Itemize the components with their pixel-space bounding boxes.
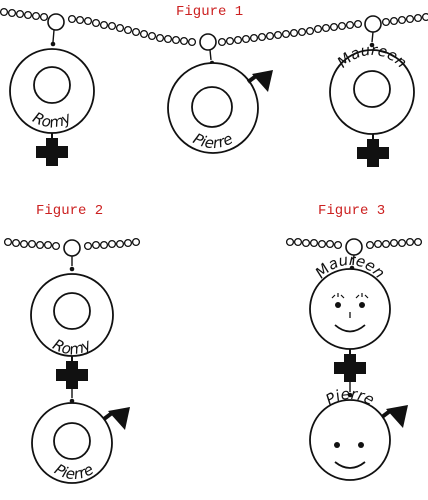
figure-3-necklace: Maureen Pierre [285,237,423,481]
male-symbol-icon [380,405,408,428]
pierre-pendant: Pierre [31,389,130,484]
female-symbol-icon [334,349,366,382]
romy-name: Romy [50,335,95,359]
maureen-pendant: Maureen [329,31,415,167]
connector-ring [47,13,65,31]
male-symbol-icon [246,70,273,92]
romy-name: Romy [30,108,75,132]
connector-ring [364,15,382,33]
figure-1-necklace: Romy Pierre [0,7,428,167]
maureen-pendant: Maureen [309,251,391,382]
smiley-face-icon [334,442,366,469]
smiley-face-icon [331,293,369,333]
figure-2-necklace: Romy Pierre [3,237,141,484]
pierre-pendant: Pierre [167,49,273,154]
figure-1-bead-chain-left [0,7,197,47]
romy-pendant: Romy [9,29,95,166]
female-symbol-icon [357,134,389,167]
figure-2-bead-chain [3,237,141,251]
female-symbol-icon [56,356,88,389]
figure-1-title: Figure 1 [176,4,244,20]
romy-pendant: Romy [30,256,114,389]
figure-3-title: Figure 3 [318,203,386,219]
pierre-name: Pierre [190,130,235,153]
figure-1-bead-chain-right [217,12,428,47]
pierre-pendant: Pierre [309,382,408,481]
pierre-name: Pierre [51,460,96,483]
figure-2-title: Figure 2 [36,203,104,219]
connector-ring [199,33,217,51]
male-symbol-icon [102,407,130,430]
connector-ring [63,239,81,257]
female-symbol-icon [36,133,68,166]
figure-3-bead-chain [285,237,423,250]
